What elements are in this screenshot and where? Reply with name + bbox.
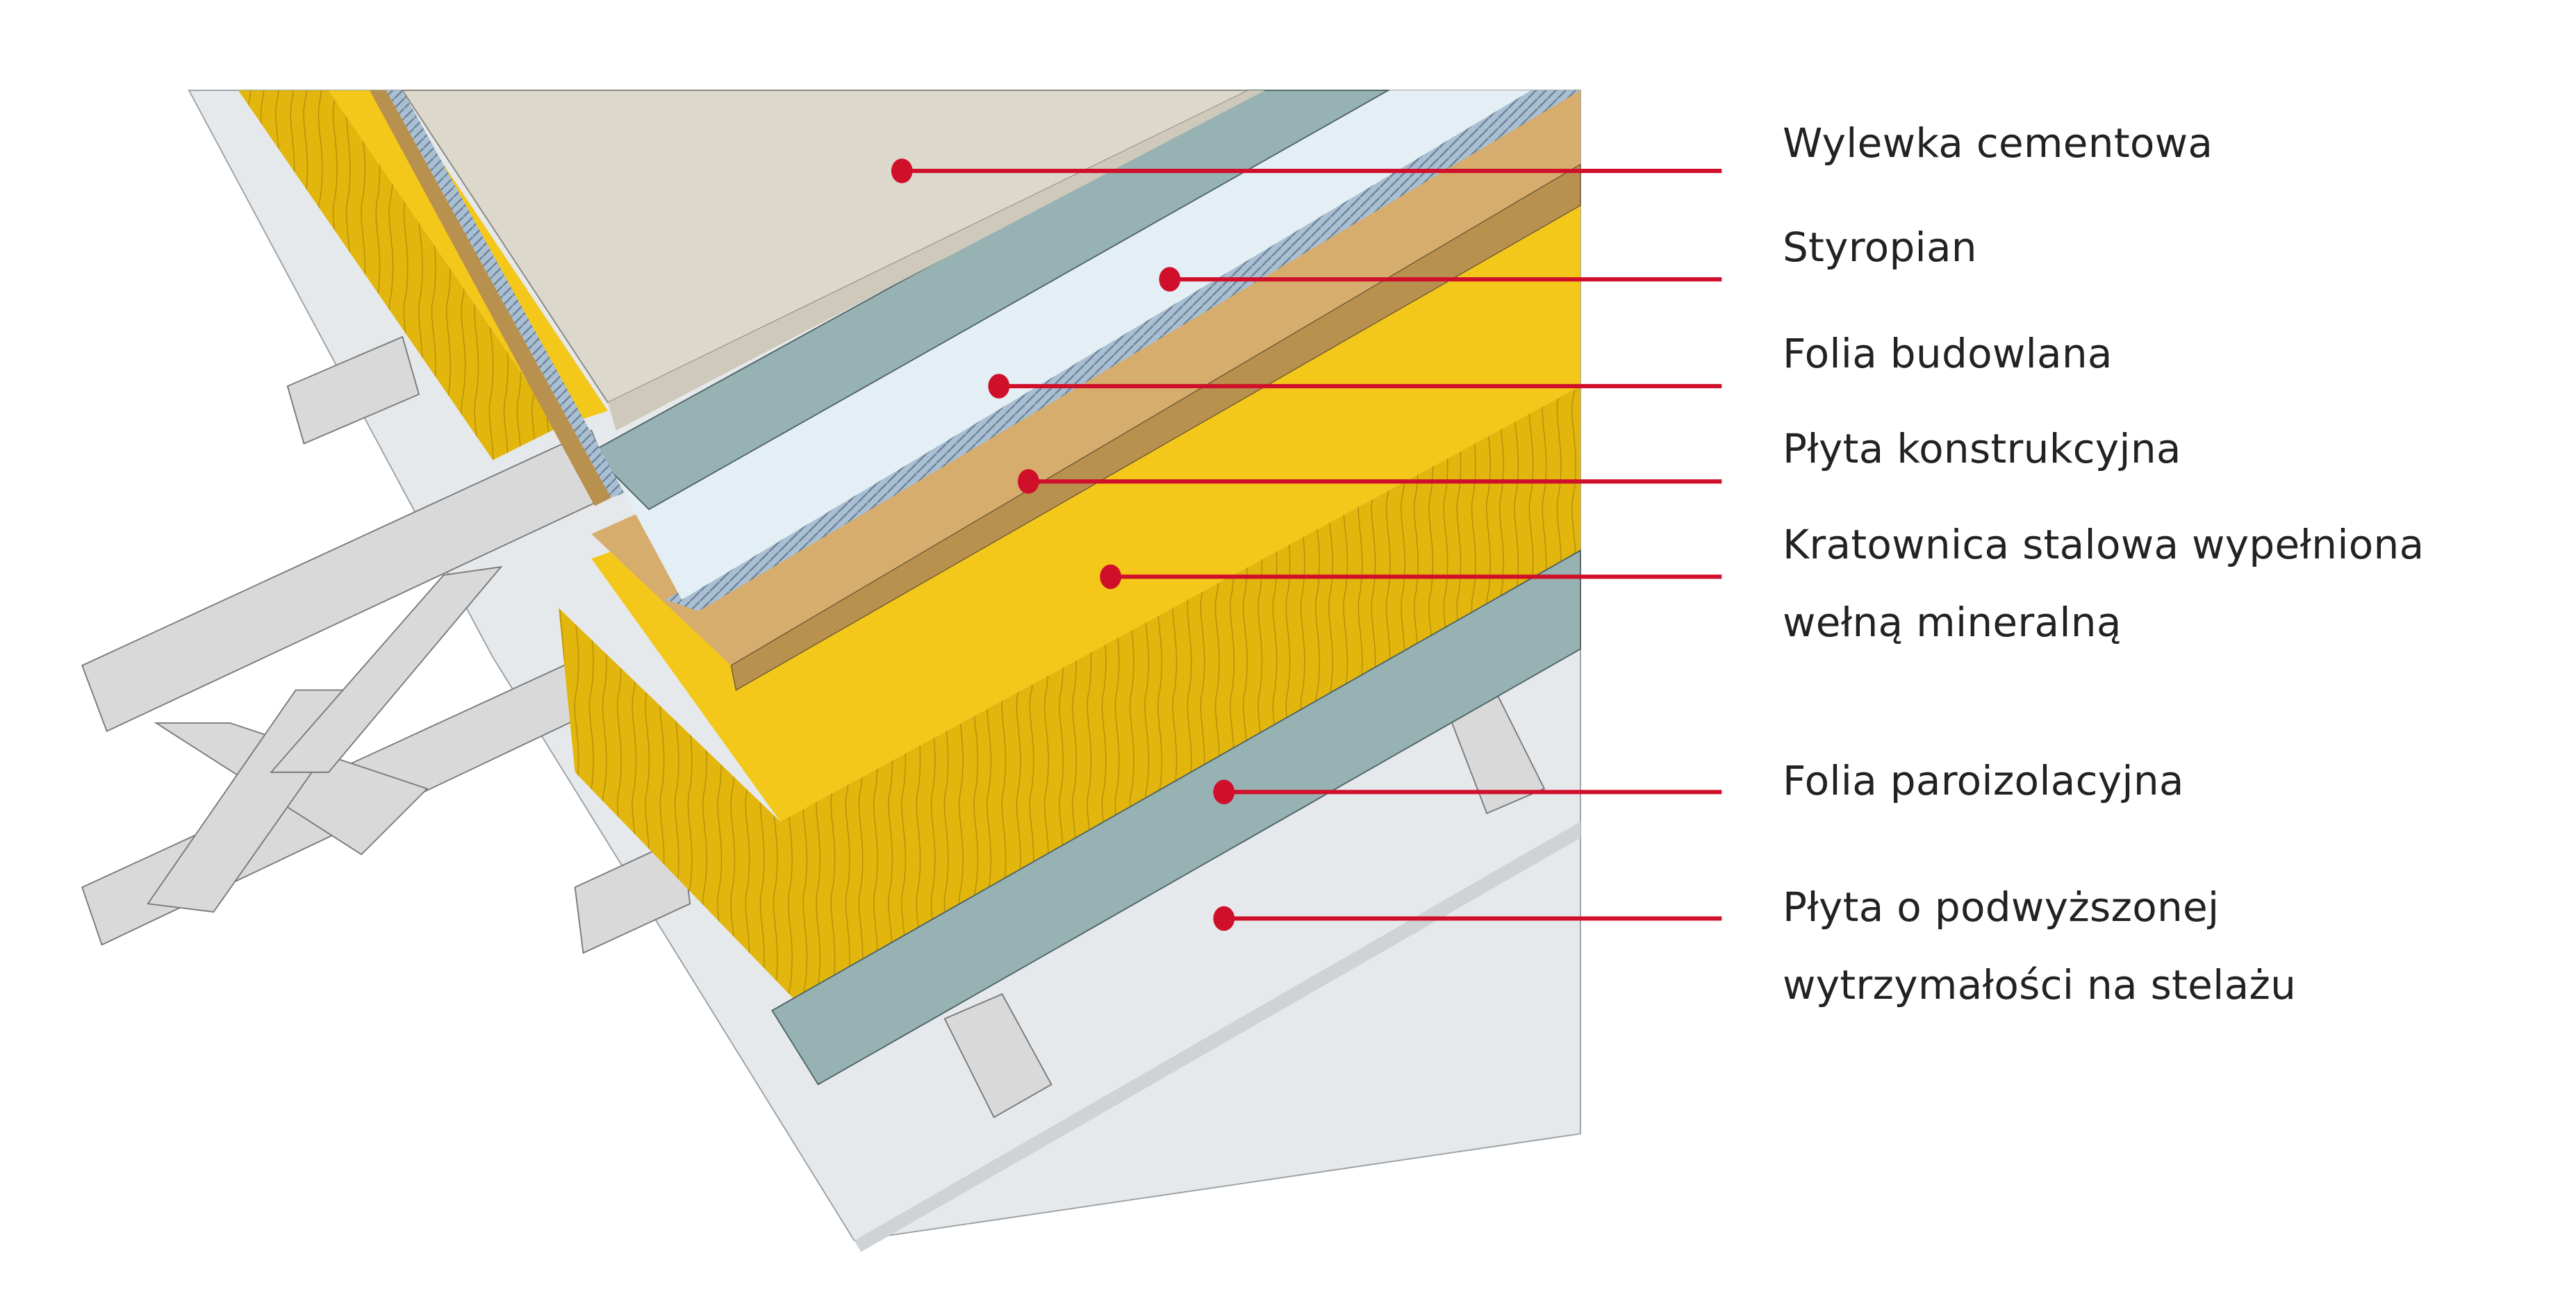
layer-label-line: wytrzymałości na stelażu	[1783, 961, 2297, 1009]
base-board-edge	[854, 821, 1580, 1252]
layer-label-plyta-podwyzszona: Płyta o podwyższonej wytrzymałości na ste…	[1783, 868, 2296, 1024]
layer-label-wylewka: Wylewka cementowa	[1783, 104, 2213, 182]
leader-dot-styropian	[1159, 267, 1181, 292]
layer-label-folia-budowlana: Folia budowlana	[1783, 315, 2113, 392]
styrofoam-layer	[624, 90, 1531, 600]
layer-label-line: Płyta o podwyższonej	[1783, 883, 2220, 931]
layer-label-line: Płyta konstrukcyjna	[1783, 425, 2181, 472]
layer-label-folia-paroizolacyjna: Folia paroizolacyjna	[1783, 742, 2184, 820]
leader-dot-plyta-podwyzszona	[1213, 906, 1235, 931]
layer-label-styropian: Styropian	[1783, 208, 1977, 286]
vapor-foil-band	[771, 549, 1581, 1086]
layer-label-line: Folia paroizolacyjna	[1783, 757, 2184, 804]
leader-dot-plyta-konstrukcyjna	[1017, 469, 1039, 494]
steel-truss	[81, 335, 1546, 1118]
layer-label-plyta-konstrukcyjna: Płyta konstrukcyjna	[1783, 410, 2181, 488]
leader-lines	[891, 158, 1722, 931]
leader-dot-kratownica	[1100, 564, 1121, 590]
mineral-wool-top	[591, 197, 1580, 822]
left-foil-strip	[386, 90, 625, 498]
layer-label-line: Wylewka cementowa	[1783, 119, 2213, 167]
layer-label-line: Folia budowlana	[1783, 330, 2113, 377]
layer-label-line: Kratownica stalowa wypełniona	[1783, 521, 2425, 568]
building-foil-strip	[665, 90, 1580, 612]
layer-label-line: Styropian	[1783, 224, 1977, 271]
construction-board-edge	[730, 163, 1581, 691]
leader-dot-folia-budowlana	[988, 374, 1010, 399]
layer-label-line: wełną mineralną	[1783, 599, 2122, 646]
layer-label-kratownica: Kratownica stalowa wypełniona wełną miner…	[1783, 506, 2424, 661]
left-board-strip	[370, 90, 611, 506]
mineral-wool-left-pattern	[238, 90, 559, 460]
cement-screed-edge	[607, 90, 1265, 431]
leader-dot-folia-paroizolacyjna	[1213, 779, 1235, 805]
leader-dot-wylewka	[891, 158, 913, 183]
mineral-wool-front-pattern	[559, 385, 1580, 1011]
